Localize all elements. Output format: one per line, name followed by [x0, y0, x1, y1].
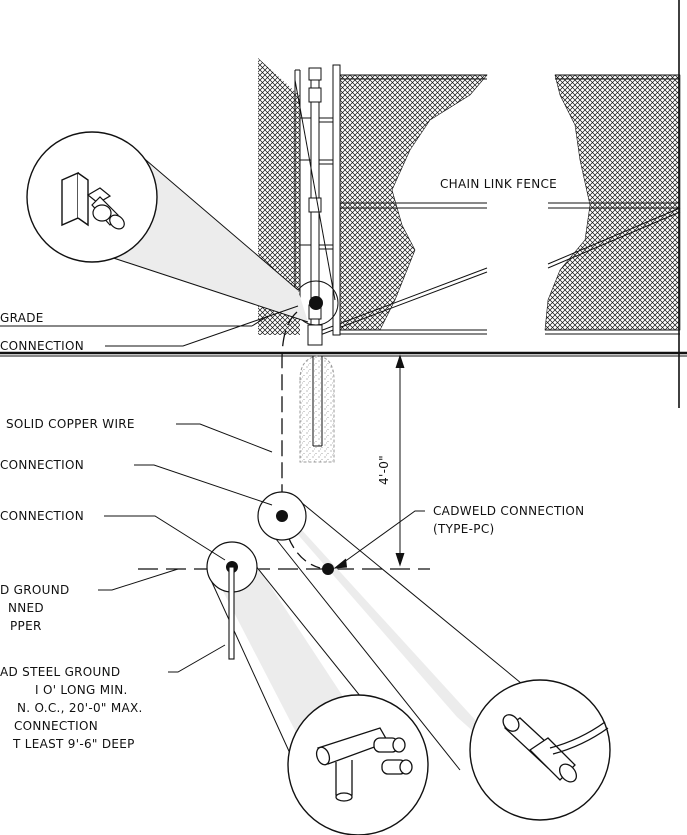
- cadweld-label-line1: CADWELD CONNECTION: [433, 504, 584, 518]
- concrete-footing: [299, 355, 335, 463]
- cable-splice-icon: [502, 714, 609, 783]
- copper-wire-dashed: [281, 311, 298, 520]
- rod-label-line4: CONNECTION: [14, 719, 98, 733]
- rod-label-line5: T LEAST 9'-6" DEEP: [12, 737, 135, 751]
- lower-callout-cone-right: [266, 498, 541, 792]
- depth-dimension-label: 4'-0": [377, 455, 391, 485]
- depth-dimension: [395, 354, 405, 567]
- rod-label-line1: AD STEEL GROUND: [0, 665, 120, 679]
- tee-splice-icon: [315, 727, 413, 802]
- copper-wire-label: SOLID COPPER WIRE: [6, 417, 135, 431]
- post-connection-dot: [309, 296, 323, 310]
- rod-label-line2: I O' LONG MIN.: [35, 683, 128, 697]
- lower-callout-cone-left: [212, 555, 365, 740]
- fence-rails: [319, 74, 681, 336]
- ground-rod: [228, 566, 235, 660]
- cadweld-connection-dot: [322, 563, 334, 575]
- connection-label-low: CONNECTION: [0, 509, 84, 523]
- post-clamp-icon: [61, 171, 125, 230]
- rod-label-line3: N. O.C., 20'-0" MAX.: [17, 701, 143, 715]
- connection-label-mid: CONNECTION: [0, 458, 84, 472]
- grade-label: GRADE: [0, 311, 44, 325]
- leader-lines: [98, 305, 425, 673]
- ground-label-line1: D GROUND: [0, 583, 70, 597]
- fence-label: CHAIN LINK FENCE: [440, 177, 557, 191]
- wire-connection-dot: [276, 510, 288, 522]
- cadweld-label-line2: (TYPE-PC): [433, 522, 495, 536]
- ground-label-line2: NNED: [8, 601, 44, 615]
- ground-label-line3: PPER: [10, 619, 42, 633]
- connection-label-top: CONNECTION: [0, 339, 84, 353]
- detail-circle-tee-splice: [287, 694, 429, 835]
